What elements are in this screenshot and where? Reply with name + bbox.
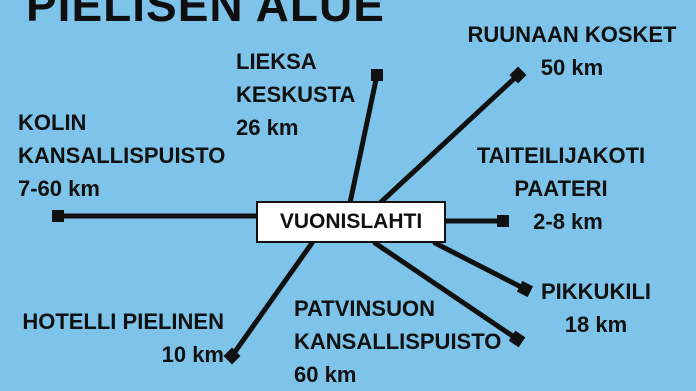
end-marker-ruunaa (509, 66, 527, 84)
end-marker-pikkukili (516, 280, 534, 298)
label-paateri: TAITEILIJAKOTI PAATERI 2-8 km (470, 139, 652, 238)
end-marker-patvinsuo (508, 330, 526, 348)
end-marker-hotelli (223, 347, 241, 365)
label-patvinsuo: PATVINSUON KANSALLISPUISTO 60 km (294, 292, 501, 391)
label-pikkukili-distance: 18 km (564, 312, 628, 337)
end-marker-paateri (497, 215, 509, 227)
label-koli-distance: 7-60 km (18, 176, 100, 201)
label-patvinsuo-line1: PATVINSUON (294, 296, 435, 321)
label-hotelli-distance: 10 km (161, 342, 224, 367)
label-ruunaa: RUUNAAN KOSKET 50 km (462, 18, 682, 84)
line-to-lieksa (347, 72, 380, 206)
end-marker-lieksa (371, 69, 383, 81)
label-paateri-line2: PAATERI (514, 176, 608, 201)
label-patvinsuo-distance: 60 km (294, 362, 357, 387)
label-paateri-line1: TAITEILIJAKOTI (476, 143, 646, 168)
label-paateri-distance: 2-8 km (533, 209, 603, 234)
label-hotelli-name: HOTELLI PIELINEN (22, 309, 224, 334)
label-ruunaa-name: RUUNAAN KOSKET (467, 22, 677, 47)
label-patvinsuo-line2: KANSALLISPUISTO (294, 329, 502, 354)
end-marker-koli (52, 210, 64, 222)
label-koli: KOLIN KANSALLISPUISTO 7-60 km (18, 106, 225, 205)
label-hotelli: HOTELLI PIELINEN 10 km (16, 305, 224, 371)
label-pikkukili: PIKKUKILI 18 km (534, 275, 658, 341)
center-location-box: VUONISLAHTI (256, 201, 446, 243)
label-koli-line1: KOLIN (18, 110, 87, 135)
page-title: PIELISEN ALUE (26, 0, 385, 31)
label-lieksa-line2: KESKUSTA (236, 82, 356, 107)
label-lieksa-line1: LIEKSA (236, 49, 317, 74)
line-to-ruunaa (377, 72, 521, 206)
label-ruunaa-distance: 50 km (540, 55, 604, 80)
label-lieksa-distance: 26 km (236, 115, 299, 140)
line-to-patvinsuo (372, 240, 520, 342)
label-lieksa: LIEKSA KESKUSTA 26 km (236, 45, 355, 144)
line-to-hotelli (229, 240, 315, 359)
label-pikkukili-name: PIKKUKILI (541, 279, 651, 304)
line-to-pikkukili (432, 240, 528, 292)
label-koli-line2: KANSALLISPUISTO (18, 143, 226, 168)
